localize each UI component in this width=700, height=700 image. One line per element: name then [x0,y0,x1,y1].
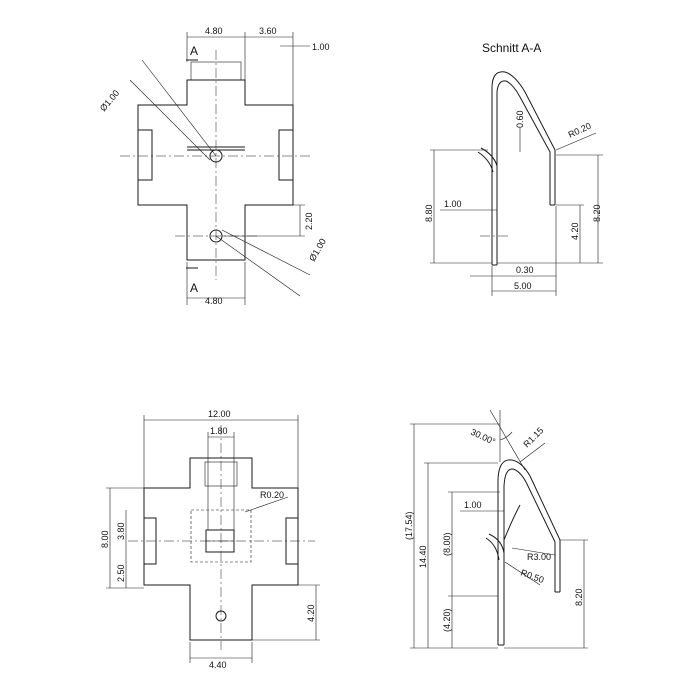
top-tab [190,61,242,81]
inner-tab-2 [488,533,505,554]
leader-radius-low [504,561,541,586]
spring-profile-outer [491,71,556,265]
dim-thickness: 0.60 [515,110,525,128]
spring-profile-inner [496,80,551,265]
dim-width: 5.00 [514,281,532,291]
dim-tail-width: 4.40 [209,660,227,670]
view-bottom-left: 12.00 1.80 R0.20 8.00 3.80 2.50 4.20 4.4… [100,409,320,670]
dim-offset: 2.20 [304,212,314,230]
right-slot [278,129,294,181]
dim-inner: 1.00 [464,500,482,510]
angle-arc [499,431,513,441]
dim-hole-upper: Ø1.00 [98,88,121,113]
inner-curve [503,504,521,541]
dim-ref: (8.00) [442,532,452,556]
dim-inner: 1.00 [444,199,462,209]
spring-profile-outer [497,459,561,645]
dim-low-ref: (4.20) [442,608,452,632]
leader-radius-top [519,442,546,463]
leader-upper-2 [129,79,211,161]
dim-angle: 30.00° [469,427,497,447]
dim-radius-mid: R3.00 [527,552,551,562]
dim-bottom-width: 4.80 [205,296,223,306]
dim-low: 2.50 [116,564,126,582]
left-slot [137,129,153,181]
dim-top-width: 4.80 [205,26,223,36]
leader-radius [244,496,289,513]
section-title: Schnitt A-A [482,41,541,55]
leader-upper [141,59,217,157]
dim-hole-lower: Ø1.00 [307,237,328,263]
dim-height: 8.00 [100,530,110,548]
dim-tab: 1.00 [312,42,330,52]
dim-gap: 0.30 [516,265,534,275]
leader-lower [215,235,301,297]
angle-line [489,409,526,471]
dim-tail: 4.20 [306,604,316,622]
part-outline [137,79,294,261]
inner-tab [485,537,500,561]
dim-radius-low: R0.50 [519,567,545,585]
dim-radius: R0.20 [260,490,284,500]
dim-mid: 3.80 [116,522,126,540]
dim-overall: (17.54) [404,511,414,540]
dim-lower: 4.20 [570,222,580,240]
view-top-left: 4.80 3.60 1.00 Ø1.00 Ø1.00 2.20 4.80 A A [98,26,330,306]
dim-radius: R0.20 [567,121,593,140]
dim-top-right: 3.60 [259,26,277,36]
leader-radius-mid [511,547,556,556]
leader-radius [555,132,597,151]
section-marker-top: A [190,44,198,58]
inner-tab-2 [480,147,498,167]
dim-right-height: 8.20 [592,204,602,222]
view-bottom-right: 30.00° R1.15 (17.54) 14.40 (8.00) 1.00 R… [404,409,588,649]
inner-tab [477,151,494,173]
dim-left-height: 8.80 [424,204,434,222]
dim-total-width: 12.00 [208,409,231,419]
view-section-aa: Schnitt A-A 0.60 R0.20 8.80 1.00 8.20 4.… [424,41,603,296]
leader-lower-2 [221,229,311,276]
dim-height: 14.40 [418,545,428,568]
section-marker-bottom: A [190,281,198,295]
spring-profile-inner [503,468,556,645]
dim-slot: 1.80 [210,426,228,436]
dim-right: 8.20 [574,588,584,606]
